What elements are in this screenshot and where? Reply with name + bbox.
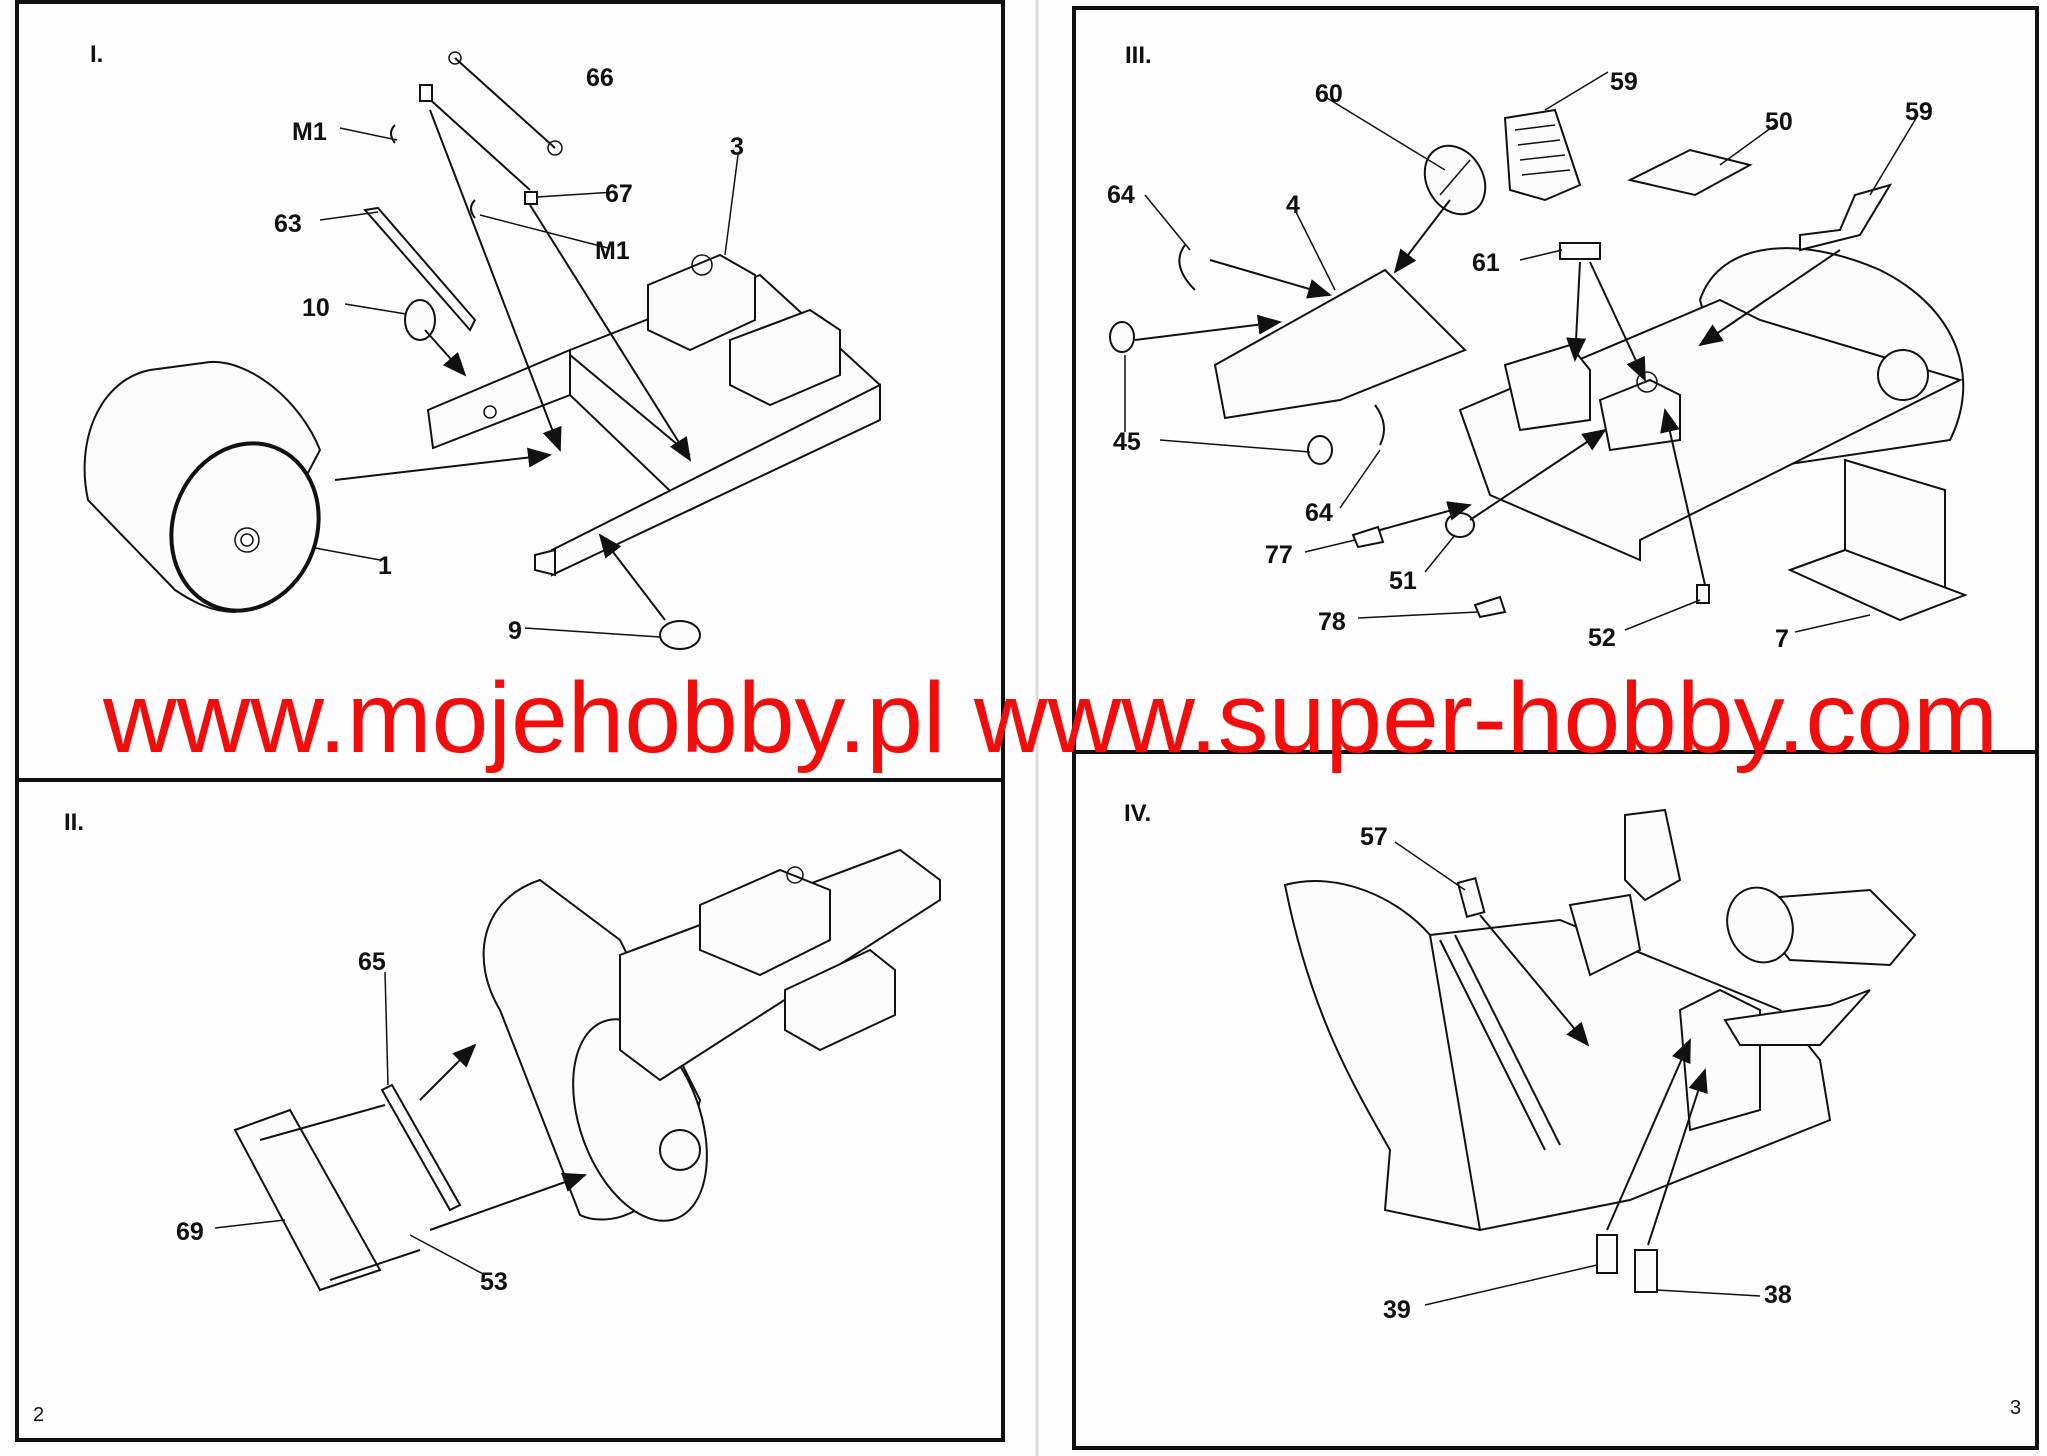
part-label-9: 9 bbox=[508, 617, 522, 645]
page-number: 3 bbox=[2010, 1397, 2021, 1419]
part-label-64: 64 bbox=[1305, 499, 1333, 527]
part-label-m1: M1 bbox=[292, 118, 327, 146]
leader-lines bbox=[1124, 71, 1919, 633]
part-label-39: 39 bbox=[1383, 1296, 1411, 1324]
part-label-38: 38 bbox=[1764, 1281, 1792, 1309]
step-3-title: III. bbox=[1125, 42, 1152, 69]
step-2-diagram: II. 65 69 53 2 bbox=[33, 809, 941, 1426]
leader-lines bbox=[314, 109, 739, 638]
bracket-part-67 bbox=[524, 191, 538, 205]
light-part-45 bbox=[1109, 321, 1135, 353]
part-label-78: 78 bbox=[1318, 608, 1346, 636]
lever-part-52 bbox=[1696, 584, 1710, 604]
part-label-59: 59 bbox=[1905, 98, 1933, 126]
step-4-title: IV. bbox=[1124, 800, 1151, 827]
step-3-diagram: III. bbox=[1107, 42, 1968, 653]
panel-part-63 bbox=[363, 206, 477, 332]
part-label-52: 52 bbox=[1588, 624, 1616, 652]
part-label-64: 64 bbox=[1107, 181, 1135, 209]
left-page-frame bbox=[15, 0, 1005, 1442]
part-label-60: 60 bbox=[1315, 80, 1343, 108]
chassis-frame-part-3 bbox=[426, 253, 882, 577]
step-1-title: I. bbox=[90, 41, 103, 68]
seat-part-59 bbox=[1503, 108, 1582, 202]
pipe-part-64 bbox=[1374, 404, 1385, 446]
bracket-part-78 bbox=[1473, 595, 1507, 619]
step-4-diagram: IV. 57 39 38 3 bbox=[1124, 800, 2021, 1419]
step-2-title: II. bbox=[64, 809, 84, 836]
page-number: 2 bbox=[33, 1404, 44, 1426]
watermark-text: www.mojehobby.pl www.super-hobby.com bbox=[102, 662, 1998, 774]
part-38 bbox=[1634, 1249, 1658, 1293]
part-label-10: 10 bbox=[302, 294, 330, 322]
part-label-50: 50 bbox=[1765, 108, 1793, 136]
part-label-59: 59 bbox=[1610, 68, 1638, 96]
chassis-body bbox=[1458, 298, 1963, 562]
part-label-45: 45 bbox=[1113, 428, 1141, 456]
part-label-m1: M1 bbox=[595, 237, 630, 265]
plate-part-65 bbox=[380, 1083, 462, 1212]
step-plate-part-7 bbox=[1787, 458, 1968, 622]
part-label-7: 7 bbox=[1775, 625, 1789, 653]
part-label-77: 77 bbox=[1265, 541, 1293, 569]
hook-part-m1 bbox=[470, 199, 476, 219]
light-part-45 bbox=[1307, 435, 1333, 465]
part-39 bbox=[1596, 1234, 1618, 1274]
assembled-vehicle-cutaway bbox=[1283, 808, 1917, 1232]
part-label-51: 51 bbox=[1389, 567, 1417, 595]
pipe-part-64 bbox=[1178, 244, 1196, 291]
part-label-69: 69 bbox=[176, 1218, 204, 1246]
rod-assembly-part-66 bbox=[419, 51, 563, 205]
axle-part-9 bbox=[598, 533, 701, 650]
part-label-53: 53 bbox=[480, 1268, 508, 1296]
steering-wheel-part-60 bbox=[1423, 144, 1487, 216]
part-label-65: 65 bbox=[358, 948, 386, 976]
hood-part-4 bbox=[1213, 268, 1467, 420]
floor-mat-part-50 bbox=[1627, 148, 1753, 197]
bracket-part-77 bbox=[1351, 525, 1385, 549]
right-page-frame bbox=[1072, 6, 2039, 1450]
step-1-diagram: I. bbox=[83, 41, 882, 650]
part-label-66: 66 bbox=[586, 64, 614, 92]
part-label-61: 61 bbox=[1472, 249, 1500, 277]
rack-part-69 bbox=[233, 1104, 421, 1292]
part-label-63: 63 bbox=[274, 210, 302, 238]
knob-part-51 bbox=[1445, 512, 1475, 538]
part-57 bbox=[1456, 877, 1486, 918]
part-label-1: 1 bbox=[378, 552, 392, 580]
part-label-67: 67 bbox=[605, 180, 633, 208]
seat-part-59 bbox=[1799, 183, 1893, 252]
part-label-4: 4 bbox=[1286, 191, 1300, 219]
assembly-arrow bbox=[334, 447, 552, 481]
seat-mount-part-61 bbox=[1559, 242, 1601, 260]
axle-part-10 bbox=[404, 299, 467, 377]
part-label-57: 57 bbox=[1360, 823, 1388, 851]
part-label-3: 3 bbox=[730, 133, 744, 161]
roller-drum-part-1 bbox=[83, 360, 322, 614]
leader-lines bbox=[1394, 841, 1761, 1306]
leader-lines bbox=[214, 971, 587, 1276]
hook-part-m1 bbox=[390, 124, 396, 144]
roller-assembly bbox=[482, 848, 941, 1222]
